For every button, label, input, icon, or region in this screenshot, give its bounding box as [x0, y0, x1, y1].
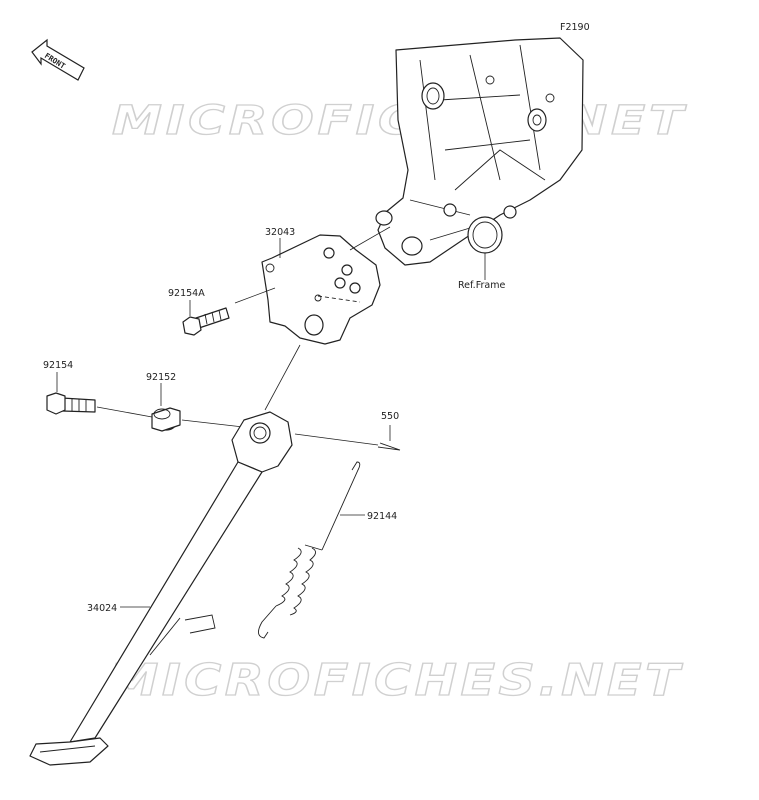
figure-code: F2190: [560, 22, 590, 33]
bracket-32043: [261, 234, 381, 345]
spring-92144: [258, 461, 361, 639]
side-stand-34024: [29, 411, 293, 766]
collar-92152: [151, 407, 181, 432]
label-92144: 92144: [367, 511, 397, 522]
label-92154A: 92154A: [168, 288, 205, 299]
watermark-bottom: MICROFICHES.NET: [108, 655, 683, 706]
label-550: 550: [381, 411, 399, 422]
bolt-92154: [46, 392, 96, 415]
frame: [375, 37, 584, 266]
label-34024: 34024: [87, 603, 117, 614]
bolt-92154A: [182, 307, 230, 336]
front-arrow-icon: FRONT: [31, 38, 85, 81]
label-92154: 92154: [43, 360, 73, 371]
cotter-pin-550: [377, 442, 401, 451]
label-ref-frame: Ref.Frame: [458, 280, 505, 291]
label-92152: 92152: [146, 372, 176, 383]
label-32043: 32043: [265, 227, 295, 238]
